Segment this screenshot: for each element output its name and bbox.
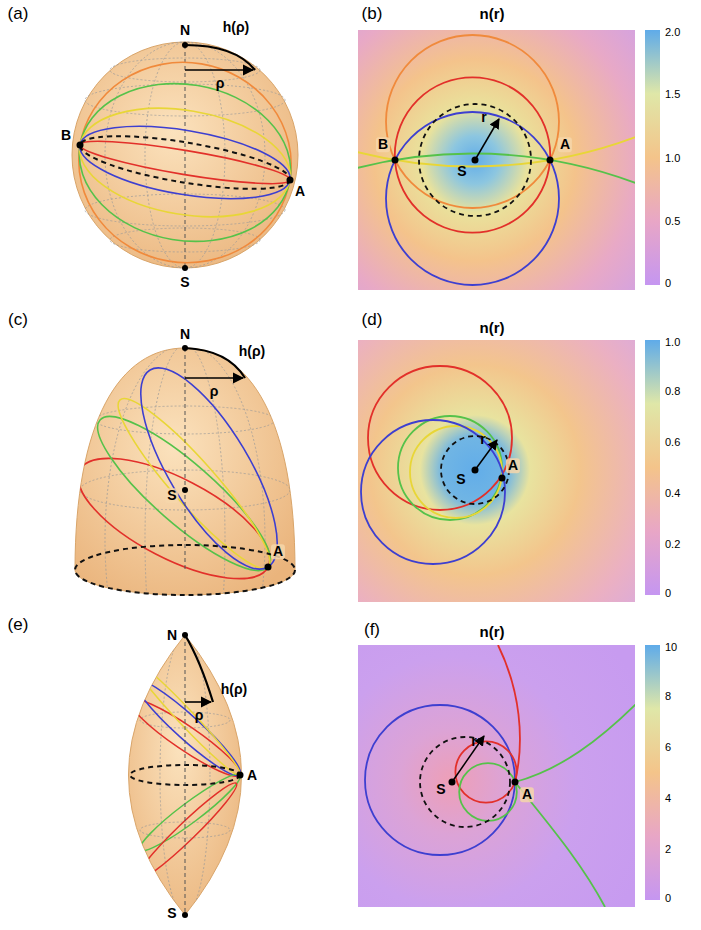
sphere-a [64,42,307,279]
colorbar-tick: 4 [665,792,671,804]
colorbar-tick: 0 [665,892,671,904]
point-label: S [167,906,176,921]
point-label: S [180,275,189,290]
colorbar-tick: 1.0 [665,152,680,164]
radius-label: r [471,734,476,749]
colorbar [645,30,660,285]
panel-letter: (f) [364,621,380,640]
colorbar-tick: 0.6 [665,436,680,448]
radius-label: ρ [195,708,204,723]
point-label: S [165,488,178,503]
colorbar-tick: 0.5 [665,215,680,227]
point-label: A [506,458,520,473]
point-label: A [247,768,257,783]
point-label: N [180,327,190,342]
point-label: B [376,137,390,152]
point-label: A [520,787,534,802]
radius-label: r [480,432,485,447]
colorbar-tick: 0 [665,277,671,289]
point-label: N [180,23,190,38]
density-map-d [358,340,660,602]
arc-label: h(ρ) [239,344,266,359]
point-label: A [295,184,305,199]
colorbar-tick: 2.0 [665,26,680,38]
colorbar [645,645,660,900]
point-label: S [436,782,445,797]
colorbar [645,340,660,595]
density-map-f [358,645,660,907]
colorbar-tick: 0.2 [665,538,680,550]
colorbar-tick: 0.8 [665,385,680,397]
colorbar-tick: 0 [665,587,671,599]
plot-title: n(r) [480,624,505,641]
colorbar-tick: 1.5 [665,88,680,100]
plot-title: n(r) [480,6,505,23]
radius-label: r [481,110,486,125]
point-label: A [271,544,285,559]
radius-label: ρ [210,384,219,399]
density-map-b [6,0,701,930]
panel-letter: (c) [8,311,28,330]
point-label: B [61,128,71,143]
panel-letter: (d) [362,311,383,330]
panel-letter: (a) [8,5,29,24]
surface-e [123,632,248,918]
plot-title: n(r) [480,320,505,337]
colorbar-tick: 1.0 [665,336,680,348]
colorbar-tick: 8 [665,690,671,702]
arc-label: h(ρ) [223,20,250,35]
colorbar-tick: 2 [665,843,671,855]
colorbar-tick: 0.4 [665,487,680,499]
panel-letter: (e) [8,616,29,635]
point-label: N [167,628,177,643]
radius-label: ρ [216,76,225,91]
point-label: S [456,472,465,487]
panel-letter: (b) [362,5,383,24]
point-label: S [457,164,466,179]
arc-label: h(ρ) [221,682,248,697]
colorbar-tick: 10 [665,641,677,653]
colorbar-tick: 6 [665,741,671,753]
point-label: A [558,137,572,152]
